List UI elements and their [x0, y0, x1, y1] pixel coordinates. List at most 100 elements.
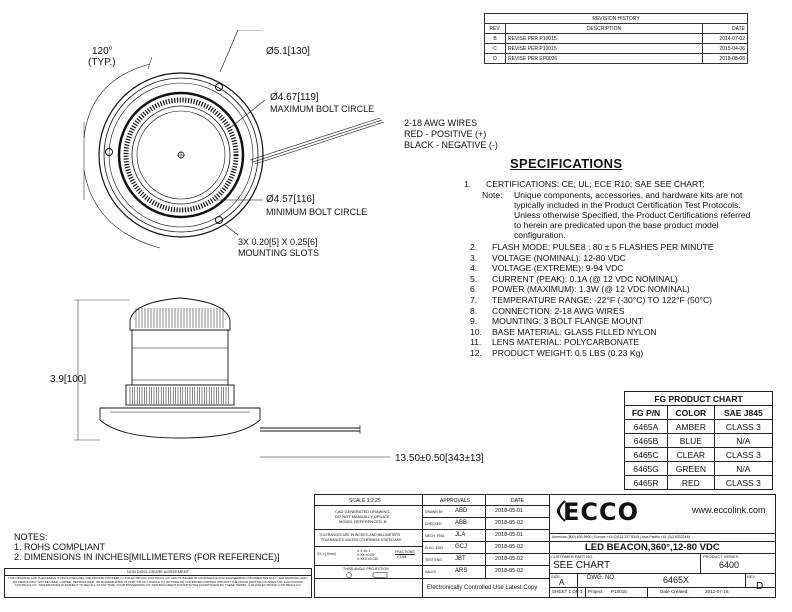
- spec-number: 12.: [470, 348, 482, 358]
- projection-symbol-icon: [346, 572, 388, 578]
- spec-number: 11.: [470, 337, 482, 348]
- approval-role: CHECKED: [425, 522, 442, 526]
- approval-role: TEST ENG.: [425, 558, 443, 562]
- revision-row: D REVISE PER EP0026 2018-08-08: [484, 53, 748, 64]
- spec-item: 4. VOLTAGE (EXTREME): 9-94 VDC: [470, 263, 623, 273]
- tolerance-value: X.X ±0.1: [357, 549, 370, 553]
- date-header: DATE: [702, 23, 748, 34]
- spec-number: 2.: [470, 242, 478, 252]
- size-label: SIZE:: [551, 574, 562, 579]
- angle-callout: 120°: [92, 46, 113, 57]
- rev-header: REV.: [484, 23, 506, 34]
- slots-label: MOUNTING SLOTS: [238, 248, 320, 258]
- spec-text: VOLTAGE (EXTREME): 9-94 VDC: [492, 263, 624, 274]
- phone-numbers: Americas (800) 635-5900 | Europe +44 (0)…: [552, 535, 691, 539]
- sheet-label: SHEET 1 OF 1: [552, 589, 583, 594]
- project-label: Project:: [588, 589, 604, 594]
- certification-note: Note: Unique components, accessories, an…: [482, 190, 751, 240]
- spec-item: 2. FLASH MODE: PULSE8 : 80 ± 5 FLASHES PE…: [470, 242, 714, 252]
- spec-number: 9.: [470, 316, 478, 327]
- notes-title: NOTES:: [14, 532, 48, 542]
- fractions-value: ± 1/64: [397, 555, 407, 559]
- approval-role: ELEC. ENG.: [425, 546, 445, 550]
- spec-number: 10.: [470, 326, 482, 337]
- wires-black-callout: BLACK - NEGATIVE (-): [404, 140, 498, 150]
- min-bolt-circle-label: MINIMUM BOLT CIRCLE: [266, 207, 368, 217]
- spec-text: POWER (MAXIMUM): 1.3W (@ 12 VDC NOMINAL): [492, 284, 690, 295]
- spec-item: 7.TEMPERATURE RANGE: -22°F (-30°C) TO 12…: [470, 295, 712, 305]
- base-ribs: [129, 387, 229, 404]
- spec-text: LENS MATERIAL: POLYCARBONATE: [492, 337, 640, 348]
- spec-text: CURRENT (PEAK): 0.1A (@ 12 VDC NOMINAL): [492, 273, 678, 284]
- approval-name: JBT: [455, 556, 466, 562]
- scale-label: SCALE 1:2.25: [349, 498, 381, 504]
- rev-value: D: [756, 581, 764, 592]
- description-header: DESCRIPTION: [505, 23, 703, 34]
- customer-part: SEE CHART: [553, 560, 611, 571]
- spec-number: 5.: [470, 273, 478, 284]
- revision-history-title: REVISION HISTORY: [484, 13, 748, 24]
- product-title: LED BEACON,360°,12-80 VDC: [585, 542, 720, 553]
- title-block: SCALE 1:2.25 CAD GENERATED DRAWING DO NO…: [314, 494, 776, 598]
- spec-item: 8. CONNECTION: 2-18 AWG WIRES: [470, 306, 624, 316]
- spec-number: 4.: [470, 263, 478, 274]
- approval-date: 2018-05-02: [495, 568, 524, 574]
- spec-text: CONNECTION: 2-18 AWG WIRES: [492, 305, 625, 316]
- angle-typ-callout: (TYP.): [88, 57, 116, 68]
- dwg-no-label: DWG. NO.: [587, 575, 616, 581]
- product-chart-table: FG PRODUCT CHART FG P/N COLOR SAE J845 6…: [623, 391, 774, 490]
- approval-name: ARS: [455, 568, 468, 574]
- top-view: [83, 30, 385, 249]
- approval-role: DRAWN BY: [425, 510, 444, 514]
- spec-item: 6. POWER (MAXIMUM): 1.3W (@ 12 VDC NOMINA…: [470, 284, 690, 294]
- approval-date: 2018-05-02: [495, 520, 524, 526]
- revision-row: C REVISE PER P10015 2015-04-06: [484, 43, 748, 54]
- approvals-date-header: DATE: [511, 498, 524, 504]
- ecco-logo-icon: [556, 500, 566, 522]
- cad-note: CAD GENERATED DRAWING: [335, 509, 390, 514]
- wire-length-callout: 13.50±0.50[343±13]: [395, 453, 484, 464]
- approvals-header: APPROVALS: [440, 498, 470, 504]
- spec-number: 6.: [470, 284, 478, 295]
- spec-text: FLASH MODE: PULSE8 : 80 ± 5 FLASHES PER …: [492, 242, 714, 252]
- nda-title: NON DISCLOSURE AGREEMENT: [5, 569, 311, 576]
- website: www.eccolink.com: [692, 505, 766, 515]
- tolerance-value: XX ± [.0mm]: [317, 552, 336, 556]
- note-item: 2. DIMENSIONS IN INCHES[MILLIMETERS (FOR…: [14, 552, 280, 562]
- approval-name: JLA: [455, 532, 466, 538]
- approval-date: 2018-05-01: [495, 508, 524, 514]
- size-value: A: [559, 578, 565, 587]
- tolerance-note: TOLERANCES ARE IN INCHES, AND MILLIMETER…: [319, 533, 401, 537]
- spec-item: 10. BASE MATERIAL: GLASS FILLED NYLON: [470, 327, 657, 337]
- cad-note: DO NOT MANUALLY UPDATE.: [335, 514, 391, 519]
- tolerance-value: X.XX ±0.05: [357, 553, 375, 557]
- approval-name: ABB: [455, 520, 468, 526]
- spec-number: 8.: [470, 305, 478, 316]
- spec-item: 3.VOLTAGE (NOMINAL): 12-80 VDC: [470, 253, 626, 263]
- spec-item-certifications: 1.CERTIFICATIONS: CE; UL; ECE R10; SAE S…: [464, 179, 705, 189]
- revision-row: B REVISE PER P10015 2014-07-02: [484, 33, 748, 44]
- date-created: 2012-07-16: [705, 589, 729, 594]
- beacon-drawing: [74, 30, 390, 458]
- spec-text: BASE MATERIAL: GLASS FILLED NYLON: [492, 326, 657, 337]
- tolerance-note: TOLERANCES UNLESS OTHERWISE STATED ARE:: [321, 538, 403, 542]
- side-view: [74, 297, 390, 458]
- rev-label: REV.: [747, 574, 756, 579]
- spec-item: 12.PRODUCT WEIGHT: 0.5 LBS (0.23 Kg): [470, 348, 643, 358]
- height-callout: 3.9[100]: [50, 374, 87, 385]
- approval-date: 2018-05-02: [495, 556, 524, 562]
- nda-box: NON DISCLOSURE AGREEMENT THIS DRAWING AN…: [4, 568, 312, 598]
- spec-text: MOUNTING: 3 BOLT FLANGE MOUNT: [492, 316, 644, 327]
- spec-number: 7.: [470, 295, 478, 305]
- slots-callout: 3X 0.20[5] X 0.25[6]: [238, 237, 318, 247]
- nda-text: THIS DRAWING AND THE DESIGN IT DISCLOSES…: [7, 576, 309, 588]
- approval-name: GCJ: [455, 544, 467, 550]
- lens-ribs: [135, 308, 224, 328]
- approval-role: MECH. ENG.: [425, 534, 446, 538]
- wires-red-callout: RED - POSITIVE (+): [404, 129, 487, 139]
